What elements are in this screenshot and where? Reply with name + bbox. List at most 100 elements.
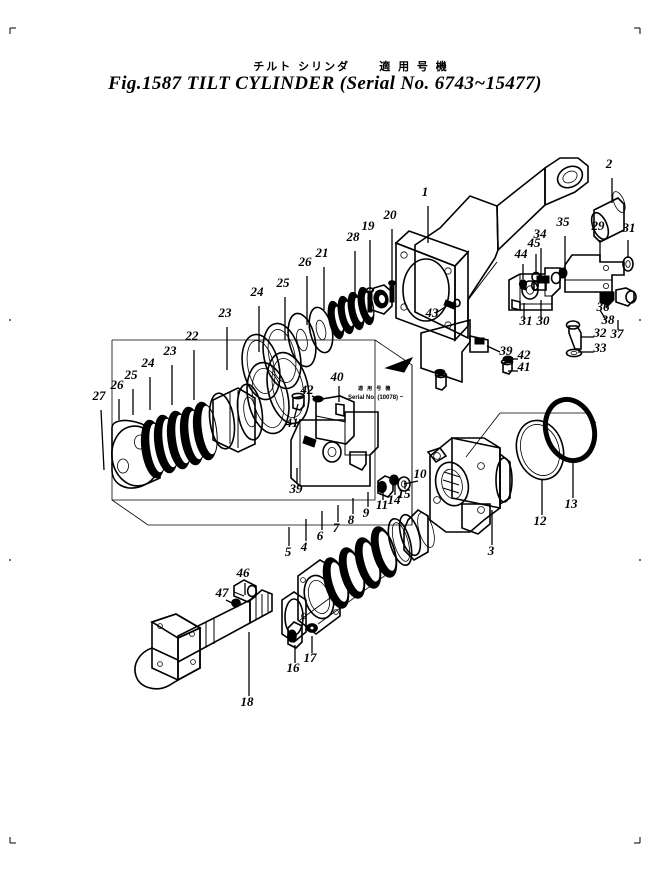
callout-number: 16 <box>287 660 301 675</box>
callout-number: 25 <box>276 275 291 290</box>
callout-29: 29 <box>591 218 605 262</box>
callout-number: 5 <box>285 544 292 559</box>
piston-nut-28 <box>367 284 393 315</box>
callout-number: 7 <box>333 520 340 535</box>
seal-stack <box>281 474 435 643</box>
callout-number: 11 <box>376 497 388 512</box>
callout-number: 24 <box>250 284 265 299</box>
callout-41: 41 <box>508 359 531 374</box>
callout-leader-line <box>605 297 613 309</box>
callout-31: 31 <box>622 220 636 258</box>
callout-24: 24 <box>141 355 156 410</box>
callout-40: 40 <box>330 369 344 402</box>
callout-number: 30 <box>536 313 551 328</box>
callout-34: 34 <box>533 226 547 281</box>
callout-25: 25 <box>124 367 139 415</box>
piston-rod-18 <box>134 589 273 690</box>
callout-21: 21 <box>315 245 329 310</box>
callout-number: 33 <box>593 340 608 355</box>
callout-number: 20 <box>383 207 398 222</box>
callout-number: 4 <box>300 539 308 554</box>
callout-38: 38 <box>599 309 616 327</box>
callout-16: 16 <box>287 645 301 675</box>
callout-35: 35 <box>556 214 571 268</box>
callout-13: 13 <box>565 463 579 511</box>
callout-number: 46 <box>236 565 251 580</box>
callout-number: 21 <box>315 245 329 260</box>
callout-33: 33 <box>578 340 607 355</box>
callout-9: 9 <box>363 492 370 520</box>
callout-23: 23 <box>218 305 233 370</box>
callout-leader-line <box>599 309 607 321</box>
o-rings-12-13 <box>465 396 598 481</box>
callout-number: 43 <box>425 305 440 320</box>
callout-number: 31 <box>622 220 636 235</box>
callout-1: 1 <box>422 184 429 243</box>
main-cylinder-tube <box>394 157 589 384</box>
inset-note-jp: 適 用 号 機 <box>358 385 392 392</box>
callout-number: 14 <box>388 492 402 507</box>
callout-number: 41 <box>285 415 299 430</box>
callout-47: 47 <box>215 585 235 605</box>
callout-39: 39 <box>486 343 513 358</box>
callout-11: 11 <box>376 488 388 512</box>
piston-assembly <box>111 280 396 489</box>
callout-22: 22 <box>185 328 199 400</box>
callout-number: 38 <box>601 312 616 327</box>
callout-number: 26 <box>110 377 125 392</box>
piston-ring-pack <box>140 401 218 479</box>
callout-number: 6 <box>317 528 324 543</box>
callout-5: 5 <box>285 527 292 559</box>
callout-30: 30 <box>536 300 551 328</box>
callout-17: 17 <box>304 636 317 665</box>
callout-leader-line <box>435 304 449 314</box>
callout-10: 10 <box>403 466 428 485</box>
callout-31: 31 <box>519 303 533 328</box>
callout-number: 27 <box>92 388 107 403</box>
callout-39: 39 <box>289 468 304 496</box>
callout-12: 12 <box>534 480 548 528</box>
callout-number: 24 <box>141 355 156 370</box>
callout-2: 2 <box>605 156 613 203</box>
callout-number: 37 <box>610 326 625 341</box>
callout-number: 13 <box>565 496 579 511</box>
callout-number: 9 <box>363 505 370 520</box>
callout-7: 7 <box>333 505 340 535</box>
callout-20: 20 <box>383 207 398 283</box>
callout-number: 8 <box>348 512 355 527</box>
callout-number: 25 <box>124 367 139 382</box>
small-ring-stack-21 <box>327 286 375 340</box>
callout-number: 23 <box>218 305 233 320</box>
callout-8: 8 <box>348 498 355 527</box>
callout-number: 10 <box>414 466 428 481</box>
callout-43: 43 <box>425 304 449 320</box>
callout-42: 42 <box>300 382 319 400</box>
callout-number: 15 <box>398 486 412 501</box>
sheet-corner-marks <box>9 27 641 844</box>
callout-number: 42 <box>517 347 532 362</box>
callout-number: 32 <box>593 325 608 340</box>
callout-number: 41 <box>517 359 531 374</box>
callout-number: 35 <box>556 214 571 229</box>
callout-leader-line <box>486 345 501 353</box>
callout-number: 1 <box>422 184 429 199</box>
callout-number: 28 <box>346 229 361 244</box>
callout-leader-line <box>225 599 235 605</box>
callout-number: 12 <box>534 513 548 528</box>
callout-36: 36 <box>596 297 613 314</box>
pin-bushing-2 <box>590 191 626 243</box>
callout-leader-line <box>311 395 319 400</box>
callout-46: 46 <box>236 565 251 595</box>
callout-number: 2 <box>605 156 613 171</box>
callout-45: 45 <box>527 235 541 272</box>
callout-41: 41 <box>285 403 299 430</box>
valve-block-group <box>434 254 637 391</box>
callout-number: 18 <box>241 694 255 709</box>
large-seal-rings <box>241 322 310 435</box>
bolt-19-pin-20 <box>365 280 396 313</box>
callout-24: 24 <box>250 284 265 352</box>
callout-14: 14 <box>388 485 402 507</box>
callout-number: 36 <box>596 299 611 314</box>
callout-number: 39 <box>289 481 304 496</box>
